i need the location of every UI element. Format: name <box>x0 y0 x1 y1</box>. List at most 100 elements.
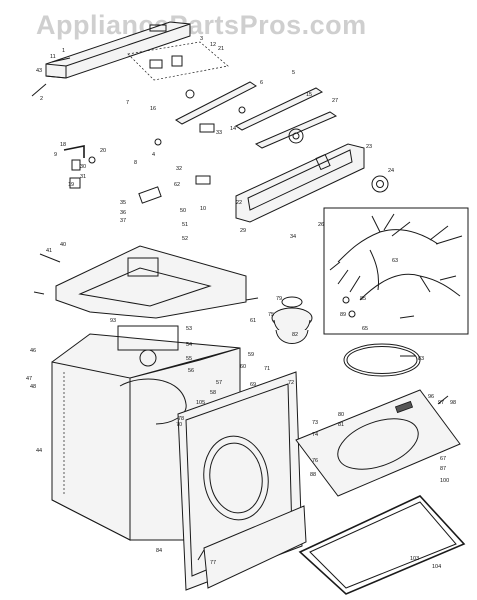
part-label-33: 33 <box>216 130 222 136</box>
part-label-105: 105 <box>196 400 205 406</box>
part-label-40: 40 <box>60 242 66 248</box>
control-rails <box>154 81 338 149</box>
part-label-15: 15 <box>306 92 312 98</box>
agitator <box>271 296 313 344</box>
part-label-27: 27 <box>332 98 338 104</box>
tub-ring-seal <box>343 343 421 377</box>
part-label-54: 54 <box>186 342 192 348</box>
part-label-71: 71 <box>264 366 270 372</box>
kick-plate <box>203 505 307 589</box>
part-label-44: 44 <box>36 448 42 454</box>
part-label-24: 24 <box>388 168 394 174</box>
part-label-88: 88 <box>310 472 316 478</box>
part-label-75: 75 <box>268 312 274 318</box>
console-bracket <box>127 41 229 81</box>
part-label-77: 77 <box>210 560 216 566</box>
part-label-78: 78 <box>178 416 184 422</box>
part-label-47: 47 <box>26 376 32 382</box>
part-label-2: 2 <box>40 96 43 102</box>
part-label-6: 6 <box>260 80 263 86</box>
rear-console-panel <box>45 21 191 79</box>
part-label-57: 57 <box>216 380 222 386</box>
part-label-74: 74 <box>312 432 318 438</box>
part-label-9: 9 <box>54 152 57 158</box>
control-console <box>235 128 389 223</box>
part-label-26: 26 <box>318 222 324 228</box>
part-label-96: 96 <box>428 394 434 400</box>
part-label-69: 69 <box>250 382 256 388</box>
part-label-56: 56 <box>188 368 194 374</box>
part-label-87: 87 <box>440 466 446 472</box>
part-label-62: 62 <box>174 182 180 188</box>
part-label-65: 65 <box>362 326 368 332</box>
part-label-82: 82 <box>292 332 298 338</box>
part-label-16: 16 <box>150 106 156 112</box>
part-label-37: 37 <box>120 218 126 224</box>
part-label-3: 3 <box>200 36 203 42</box>
part-label-79: 79 <box>276 296 282 302</box>
part-label-5: 5 <box>292 70 295 76</box>
part-label-58: 58 <box>210 390 216 396</box>
part-label-30: 30 <box>80 164 86 170</box>
part-label-98: 98 <box>450 400 456 406</box>
part-label-14: 14 <box>230 126 236 132</box>
part-label-11: 11 <box>50 54 56 60</box>
part-label-8: 8 <box>134 160 137 166</box>
part-label-19: 19 <box>68 182 74 188</box>
part-label-53: 53 <box>186 326 192 332</box>
part-label-100: 100 <box>440 478 449 484</box>
part-label-103: 103 <box>410 556 419 562</box>
part-label-10: 10 <box>200 206 206 212</box>
part-number-labels: 1234567891011121415161819202122232426272… <box>26 36 456 570</box>
part-label-50: 50 <box>180 208 186 214</box>
small-hardware <box>63 145 211 204</box>
part-label-23: 23 <box>366 144 372 150</box>
leader-lines <box>31 57 449 561</box>
part-label-93: 93 <box>110 318 116 324</box>
part-label-41: 41 <box>46 248 52 254</box>
part-label-20: 20 <box>100 148 106 154</box>
part-label-4: 4 <box>152 152 155 158</box>
part-label-32: 32 <box>176 166 182 172</box>
part-label-61: 61 <box>250 318 256 324</box>
part-label-81: 81 <box>338 422 344 428</box>
part-label-72: 72 <box>288 380 294 386</box>
part-label-73: 73 <box>312 420 318 426</box>
part-label-29: 29 <box>240 228 246 234</box>
part-label-12: 12 <box>210 42 216 48</box>
top-cover <box>55 245 247 319</box>
part-label-59: 59 <box>248 352 254 358</box>
part-label-97: 97 <box>438 400 444 406</box>
part-label-70: 70 <box>176 422 182 428</box>
part-label-22: 22 <box>236 200 242 206</box>
part-label-7: 7 <box>126 100 129 106</box>
part-label-84: 84 <box>156 548 162 554</box>
part-label-21: 21 <box>218 46 224 52</box>
part-label-67: 67 <box>440 456 446 462</box>
part-label-36: 36 <box>120 210 126 216</box>
part-label-89: 89 <box>340 312 346 318</box>
part-label-34: 34 <box>290 234 296 240</box>
part-label-63: 63 <box>392 258 398 264</box>
part-label-51: 51 <box>182 222 188 228</box>
part-label-104: 104 <box>432 564 441 570</box>
part-label-60: 60 <box>240 364 246 370</box>
part-label-85: 85 <box>360 296 366 302</box>
part-label-80: 80 <box>338 412 344 418</box>
wire-harness-inset <box>323 207 469 335</box>
part-label-1: 1 <box>62 48 65 54</box>
part-label-31: 31 <box>80 174 86 180</box>
part-label-55: 55 <box>186 356 192 362</box>
part-label-83: 83 <box>418 356 424 362</box>
watermark: AppliancePartsPros.com <box>36 10 367 40</box>
part-label-18: 18 <box>60 142 66 148</box>
lid <box>295 389 461 497</box>
lid-frame <box>298 495 466 595</box>
part-label-48: 48 <box>30 384 36 390</box>
part-label-46: 46 <box>30 348 36 354</box>
part-label-52: 52 <box>182 236 188 242</box>
part-label-43: 43 <box>36 68 42 74</box>
part-label-76: 76 <box>312 458 318 464</box>
